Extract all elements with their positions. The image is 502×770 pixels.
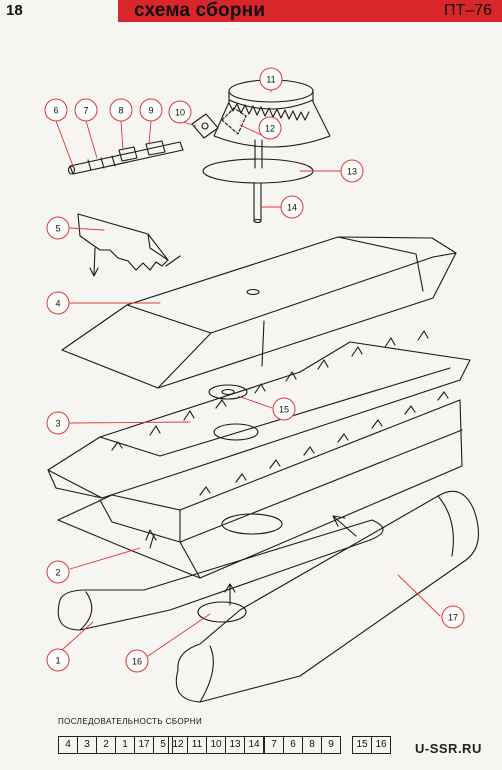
callout-13: 13	[340, 159, 364, 183]
gun-barrel-part	[67, 140, 184, 175]
callout-5: 5	[46, 216, 70, 240]
callout-markers: 6 7 8 9 10 11 12 13	[44, 67, 465, 673]
svg-text:3: 3	[55, 419, 60, 429]
sequence-step: 13	[226, 737, 245, 753]
sequence-step: 1	[116, 737, 135, 753]
svg-text:14: 14	[287, 203, 297, 213]
sequence-step: 12	[169, 737, 188, 753]
svg-text:15: 15	[279, 405, 289, 415]
sequence-step: 9	[328, 739, 334, 750]
callout-2: 2	[46, 560, 70, 584]
svg-text:9: 9	[148, 106, 153, 116]
lower-hull-part	[47, 330, 471, 499]
svg-text:17: 17	[448, 613, 458, 623]
callout-12: 12	[258, 116, 282, 140]
hull-bottom-part	[57, 399, 463, 579]
site-watermark: U-SSR.RU	[415, 741, 482, 756]
sequence-step: 7	[265, 737, 284, 753]
callout-14: 14	[280, 195, 304, 219]
sequence-group-3: 7 6 8 9	[264, 736, 341, 754]
sequence-group-2: 12 11 10 13 14	[168, 736, 264, 754]
track-left-part	[57, 519, 384, 631]
callout-16: 16	[125, 649, 149, 673]
callout-6: 6	[44, 98, 68, 122]
callout-10: 10	[168, 100, 192, 124]
svg-text:2: 2	[55, 568, 60, 578]
sequence-step: 11	[188, 737, 207, 753]
svg-text:8: 8	[118, 106, 123, 116]
header-red-band	[118, 0, 502, 22]
svg-text:5: 5	[55, 224, 60, 234]
sequence-step: 10	[207, 737, 226, 753]
sequence-label: ПОСЛЕДОВАТЕЛЬНОСТЬ СБОРНИ	[58, 717, 203, 726]
assembly-diagram: 6 7 8 9 10 11 12 13	[44, 67, 480, 703]
upper-hull-part	[61, 236, 457, 389]
sequence-step: 14	[248, 739, 260, 750]
sequence-step: 3	[78, 737, 97, 753]
small-plate-part	[191, 113, 219, 139]
page-header: 18 схема сборни ПТ–76	[0, 0, 502, 24]
svg-text:12: 12	[265, 124, 275, 134]
sequence-step: 16	[375, 739, 387, 750]
sequence-step: 15	[353, 737, 372, 753]
svg-text:1: 1	[55, 656, 60, 666]
leader-lines	[55, 79, 441, 657]
svg-text:11: 11	[266, 75, 275, 85]
page-number: 18	[6, 2, 23, 19]
callout-8: 8	[109, 98, 133, 122]
sequence-step: 2	[97, 737, 116, 753]
sequence-step: 5	[160, 739, 166, 750]
callout-17: 17	[441, 605, 465, 629]
callout-7: 7	[74, 98, 98, 122]
model-name: ПТ–76	[444, 2, 492, 19]
sequence-step: 17	[135, 737, 154, 753]
header-left-band	[0, 0, 118, 22]
callout-1: 1	[46, 648, 70, 672]
road-wheel-disc-part	[197, 583, 247, 623]
svg-text:13: 13	[347, 167, 357, 177]
sequence-step: 4	[59, 737, 78, 753]
svg-text:16: 16	[132, 657, 142, 667]
svg-text:4: 4	[55, 299, 60, 309]
svg-text:7: 7	[83, 106, 88, 116]
side-skirt-part	[77, 213, 181, 277]
sequence-step: 6	[284, 737, 303, 753]
page-title: схема сборни	[134, 0, 266, 21]
callout-11: 11	[259, 67, 283, 91]
callout-3: 3	[46, 411, 70, 435]
track-right-part	[175, 490, 480, 703]
callout-9: 9	[139, 98, 163, 122]
callout-4: 4	[46, 291, 70, 315]
sequence-step: 8	[303, 737, 322, 753]
sequence-group-1: 4 3 2 1 17 5	[58, 736, 173, 754]
svg-text:10: 10	[175, 108, 185, 118]
callout-15: 15	[272, 397, 296, 421]
svg-text:6: 6	[53, 106, 58, 116]
sequence-group-4: 15 16	[352, 736, 391, 754]
